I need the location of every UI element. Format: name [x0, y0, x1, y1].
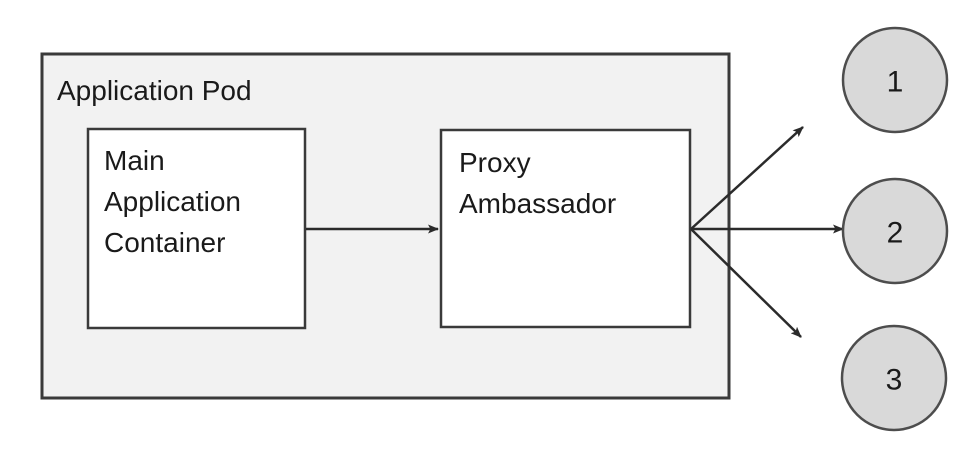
endpoint-1-circle[interactable] — [841, 26, 949, 134]
main-application-container-label-line-3: Container — [104, 227, 225, 258]
connector-proxy-to-endpoint-3[interactable] — [690, 228, 802, 338]
endpoint-3[interactable]: 3 — [840, 324, 948, 432]
proxy-ambassador-container[interactable]: Proxy Ambassador — [439, 128, 692, 329]
application-pod-label: Application Pod — [57, 75, 252, 106]
endpoint-3-label: 3 — [886, 364, 903, 397]
endpoint-2-label: 2 — [887, 217, 904, 250]
connector-proxy-to-endpoint-1[interactable] — [690, 126, 804, 230]
endpoint-3-circle[interactable] — [840, 324, 948, 432]
endpoint-2-circle[interactable] — [841, 177, 949, 285]
proxy-ambassador-container-box[interactable] — [439, 128, 692, 329]
main-application-container-box[interactable] — [86, 127, 307, 330]
endpoint-1[interactable]: 1 — [841, 26, 949, 134]
main-application-container-label-line-1: Main — [104, 145, 165, 176]
proxy-ambassador-label-line-2: Ambassador — [459, 188, 616, 219]
endpoint-2[interactable]: 2 — [841, 177, 949, 285]
proxy-ambassador-label-line-1: Proxy — [459, 147, 531, 178]
endpoint-1-label: 1 — [887, 66, 904, 99]
main-application-container[interactable]: Main Application Container — [86, 127, 307, 330]
main-application-container-label-line-2: Application — [104, 186, 241, 217]
